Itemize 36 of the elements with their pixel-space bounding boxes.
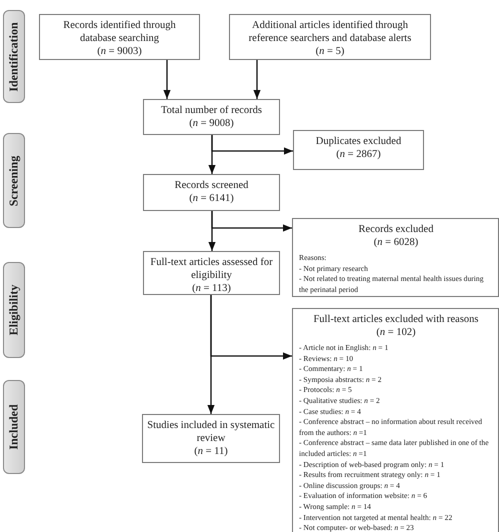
count-text: (n = 102) [375,326,417,339]
box-heading: Duplicates excluded [314,135,402,148]
box-heading: Full-text articles excluded with reasons [312,313,480,326]
stage-tab [3,10,25,103]
stage-tab [3,380,25,474]
count-text: (n = 11) [193,445,229,458]
arrow [211,211,292,232]
arrow [211,135,293,155]
process-box [292,218,499,297]
box-heading: Records screened [174,179,250,192]
stage-tab [3,262,25,358]
count-text: (n = 9008) [188,117,235,130]
process-box [143,174,280,211]
count-text: (n = 5) [314,45,346,58]
process-box [229,14,431,60]
stage-label: Eligibility [6,284,22,336]
stage-label: Included [6,404,22,450]
count-text: (n = 6028) [372,236,420,249]
process-box [143,99,280,135]
count-text: (n = 9003) [96,45,143,58]
process-box [142,414,280,463]
process-box [292,308,499,532]
stage-label: Screening [6,155,22,206]
process-box [143,251,280,295]
count-text: (n = 113) [191,282,232,295]
count-text: (n = 2867) [335,148,382,161]
stage-tab [3,133,25,228]
count-text: (n = 6141) [188,192,235,205]
box-heading: Total number of records [160,104,264,117]
box-heading: Records excluded [358,223,434,236]
arrow [163,60,171,99]
arrow [253,60,261,99]
stage-label: Identification [6,22,22,92]
process-box [39,14,200,60]
arrow [210,295,292,360]
process-box [293,130,424,170]
